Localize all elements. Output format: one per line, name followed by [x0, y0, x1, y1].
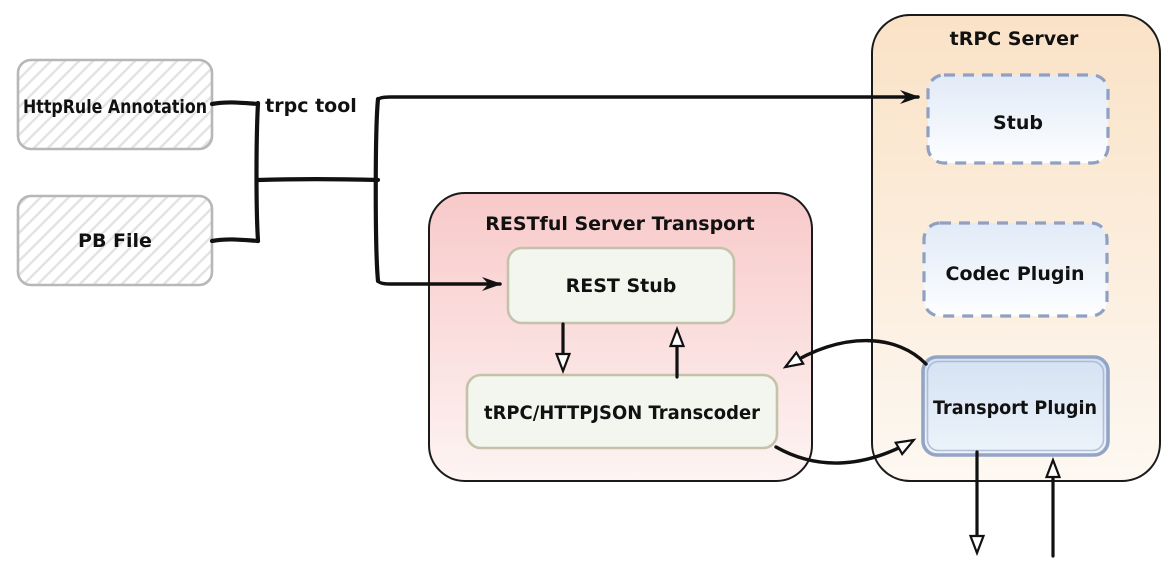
edge-junction-to-branch [255, 177, 381, 183]
edge-pbfile-to-junction [209, 237, 261, 244]
transport-plugin-box [921, 355, 1110, 457]
transcoder-box [465, 373, 779, 450]
codec-plugin-box [922, 221, 1109, 318]
stub-box [926, 73, 1110, 165]
edge-transport-plugin-to-transcoder [787, 338, 928, 366]
node-stub: Stub [926, 73, 1110, 165]
edge-branch-bracket [373, 96, 381, 284]
pb-file-label: PB File [78, 230, 152, 252]
codec-plugin-label: Codec Plugin [946, 263, 1085, 285]
node-pb-file: PB File [16, 194, 214, 287]
edges-layer [209, 90, 1053, 558]
stub-label: Stub [993, 112, 1043, 134]
node-rest-stub: REST Stub [506, 246, 736, 325]
trpc-tool-label: trpc tool [265, 95, 357, 117]
node-httprule-annotation: HttpRule Annotation [16, 58, 214, 151]
trpc-server-title: tRPC Server [950, 28, 1079, 50]
edge-junction-vertical [254, 100, 261, 244]
edge-branch-to-stub [376, 90, 920, 104]
edge-transcoder-to-transport-plugin [774, 441, 912, 465]
transport-plugin-box-inner-stroke [926, 360, 1105, 452]
transcoder-label: tRPC/HTTPJSON Transcoder [484, 402, 761, 424]
httprule-annotation-label: HttpRule Annotation [23, 96, 207, 118]
rest-stub-box [506, 246, 736, 325]
edge-branch-to-rest-stub [376, 277, 502, 291]
transport-plugin-label: Transport Plugin [933, 397, 1097, 419]
restful-server-transport-title: RESTful Server Transport [485, 213, 754, 235]
node-transcoder: tRPC/HTTPJSON Transcoder [465, 373, 779, 450]
node-transport-plugin: Transport Plugin [921, 355, 1110, 457]
rest-stub-label: REST Stub [566, 275, 677, 297]
node-trpc-server: tRPC Server Stub Codec Plugin Transport … [871, 14, 1161, 482]
node-codec-plugin: Codec Plugin [922, 221, 1109, 318]
edge-httprule-to-junction [209, 100, 261, 107]
node-restful-server-transport: RESTful Server Transport REST Stub tRPC/… [428, 192, 813, 482]
